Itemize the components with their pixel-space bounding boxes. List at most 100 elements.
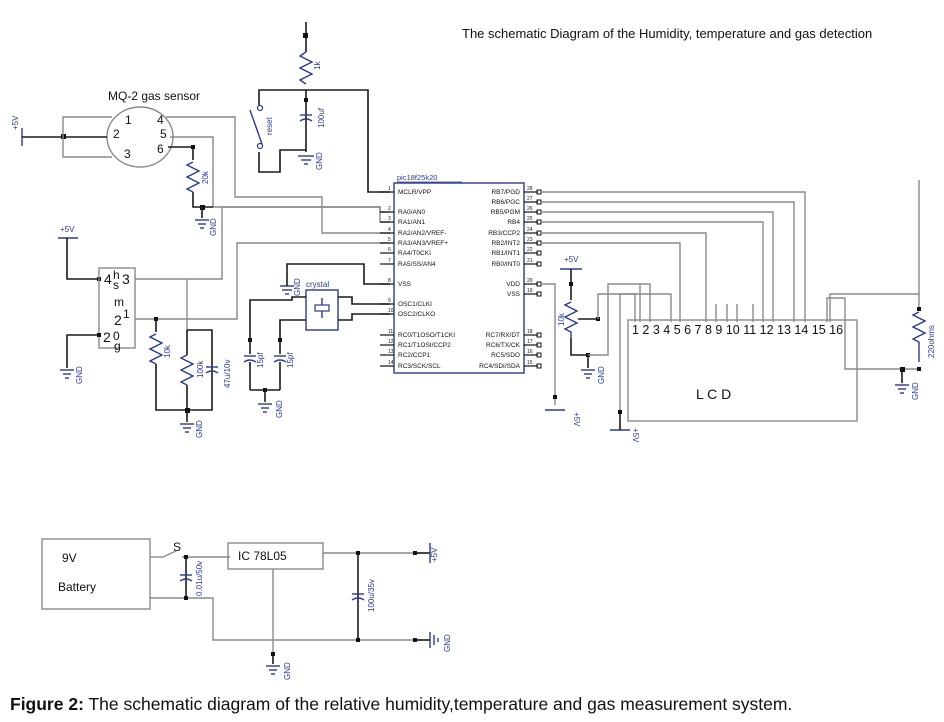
lcd-pins: 1 2 3 4 5 6 7 8 9 10 11 12 13 14 15 16 [632,323,843,337]
pin-label: RB5/PGM [491,209,520,216]
gas-pin-6: 6 [157,142,164,156]
pin-number: 6 [388,247,391,253]
pin-number: 1 [388,186,391,192]
pin-number: 13 [388,349,394,355]
pin-label: RC6/TX/CK [486,342,521,349]
resistor-20k-label: 20k [201,170,210,184]
svg-text:GND: GND [597,366,606,384]
pin-number: 12 [388,339,394,345]
pin-number: 9 [388,298,391,304]
power-supply: 9V Battery S IC 78L05 0.01u/50v GND 100u… [41,538,452,680]
svg-text:GND: GND [283,662,292,680]
resistor-1k-label: 1k [313,61,322,70]
pin-number: 11 [388,329,393,335]
pin-label: RB6/PGC [491,199,520,206]
resistor-1k [298,51,314,85]
svg-text:2: 2 [103,329,111,345]
svg-text:+5V: +5V [60,225,75,234]
pin-label: RB4 [507,219,520,226]
pin-label: RA1/AN1 [398,219,425,226]
pin-label: RC7/RX/DT [486,332,520,339]
svg-text:GND: GND [911,382,920,400]
gnd-label: GND [315,152,324,170]
svg-text:GND: GND [293,278,302,296]
svg-text:2: 2 [114,312,122,328]
pin-label: RC0/T1OSO/T1CKI [398,332,455,339]
reset-switch-label: reset [265,116,274,135]
pin-number: 5 [388,237,391,243]
pin-label: RC1/T1OSI/CCP2 [398,342,451,349]
power-switch-label: S [173,540,181,554]
pin-number: 8 [388,278,391,284]
pin-label: OSC1/CLKI [398,301,432,308]
regulator-label: IC 78L05 [238,549,287,563]
pin-number: 15 [527,360,533,366]
pin-number: 23 [527,237,533,243]
pin-label: RA4/T0CKI [398,250,431,257]
mcu-name: pic18f25k20 [397,173,437,182]
pin-label: RB7/PGD [491,189,520,196]
svg-text:15pf: 15pf [286,352,295,368]
svg-text:+5V: +5V [631,428,640,443]
contrast-potentiometer: +5V 10k GND +5V [557,255,672,443]
pin-label: RB0/INT0 [491,261,520,268]
figure-caption-text: The schematic diagram of the relative hu… [83,694,793,714]
pin-number: 7 [388,258,391,264]
pin-number: 2 [388,206,391,212]
resistor-220ohms [911,311,927,362]
svg-text:m: m [114,295,124,309]
svg-text:3: 3 [122,271,130,287]
pin-number: 21 [527,258,533,264]
svg-text:1: 1 [123,307,130,321]
pin-label: RB3/CCP2 [488,230,520,237]
resistor-100k [179,354,195,386]
svg-text:+5V: +5V [572,412,581,427]
pin-label: VSS [507,291,521,298]
gas-pin-2: 2 [113,127,120,141]
svg-text:h: h [113,268,120,282]
svg-text:220ohms: 220ohms [927,325,936,358]
pin-label: RA3/AN3/VREF+ [398,240,448,247]
gas-pin-3: 3 [124,147,131,161]
pin-number: 25 [527,216,533,222]
pin-number: 18 [527,329,533,335]
gnd-label-output: GND [443,634,452,652]
reset-circuit: 1k 100uf GND reset [249,22,390,193]
svg-text:+5V: +5V [564,255,579,264]
gas-pin-4: 4 [157,113,164,127]
pin-label: RC4/SDI/SDA [479,363,520,370]
pin-number: 19 [527,288,533,294]
svg-text:10k: 10k [163,344,172,358]
pin-label: OSC2/CLKO [398,311,435,318]
pin-number: 10 [388,308,394,314]
pin-label: RA2/AN2/VREF- [398,230,446,237]
pin-label: RB1/INT1 [491,250,520,257]
pin-number: 28 [527,186,533,192]
pin-number: 24 [527,227,533,233]
svg-text:0: 0 [113,329,120,343]
pin-number: 20 [527,278,533,284]
pin-label: RB2/INT2 [491,240,520,247]
svg-text:100k: 100k [196,360,205,378]
cap-100uf-label: 100uf [317,107,326,128]
svg-text:g: g [114,339,121,353]
